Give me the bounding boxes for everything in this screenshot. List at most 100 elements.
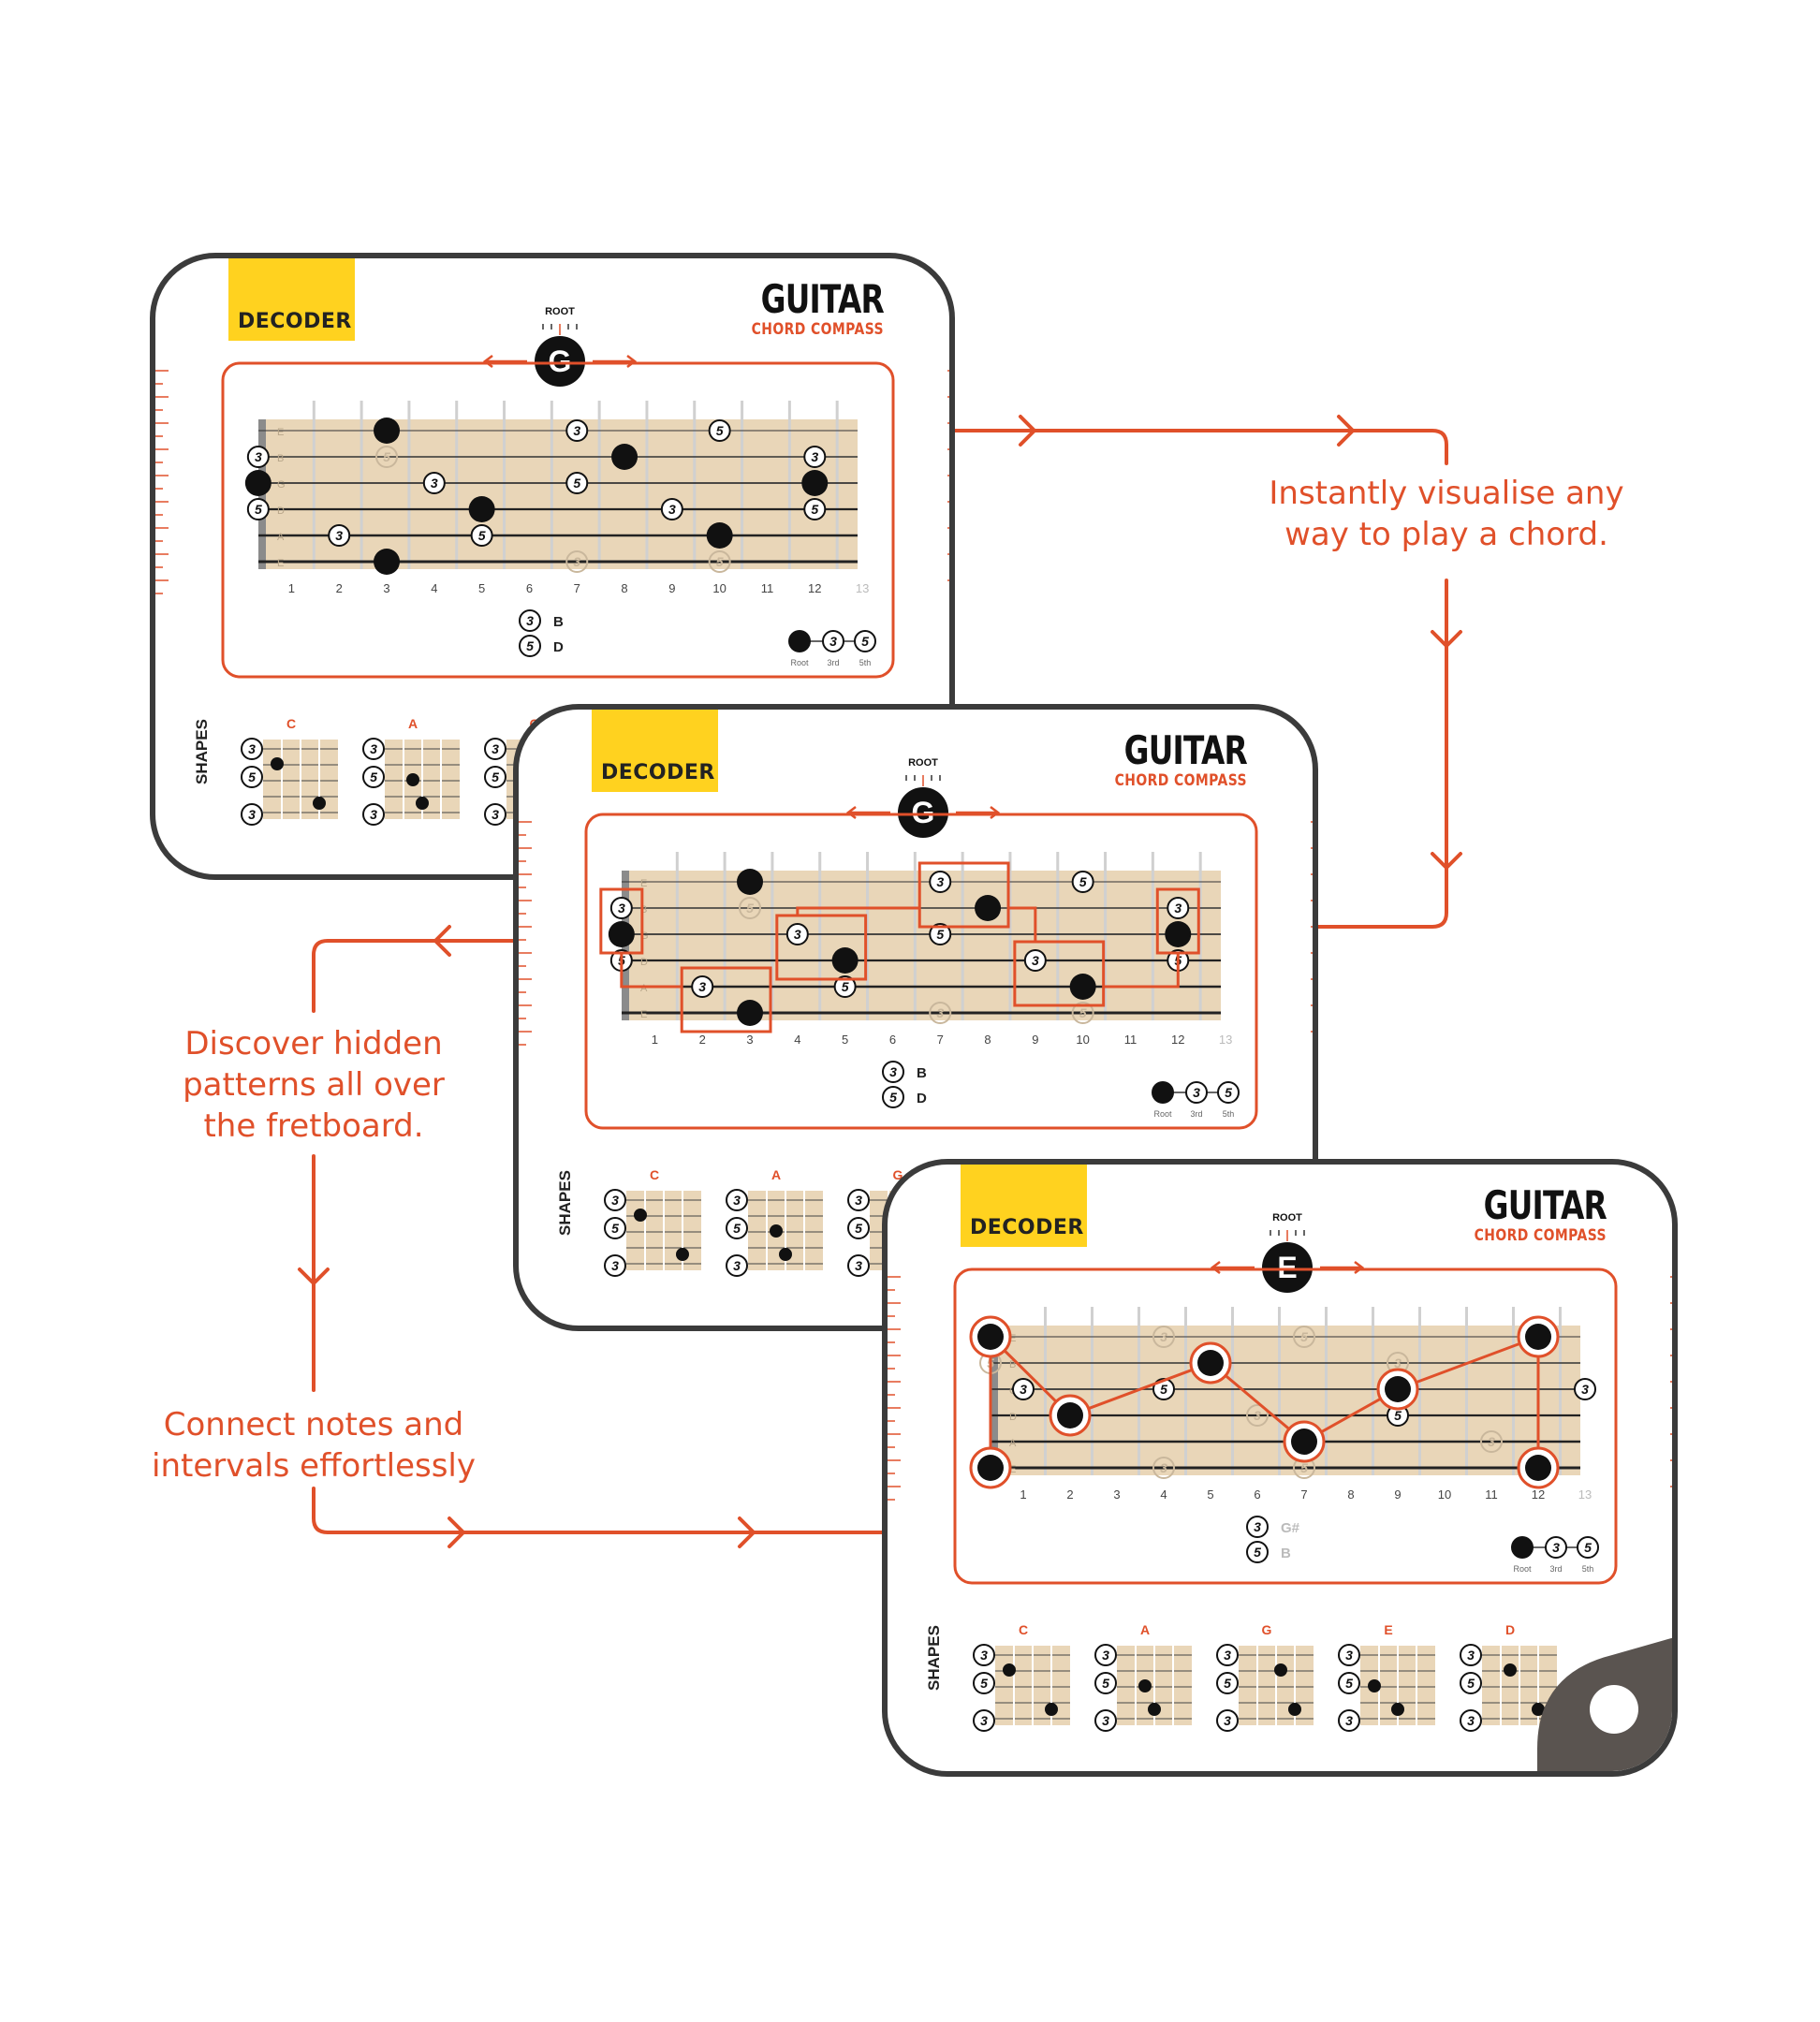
interval-badge [785, 923, 809, 945]
string-letter: B [640, 904, 647, 916]
fret-number: 13 [856, 581, 869, 595]
interval-badge [929, 923, 952, 945]
interval-badge-text: 5 [1300, 1329, 1308, 1344]
interval-badge-text: 3 [1224, 1713, 1231, 1728]
interval-badge [1545, 1536, 1567, 1559]
fret-number: 11 [761, 581, 774, 595]
mini-root-dot [1288, 1703, 1301, 1716]
root-dot [831, 947, 859, 974]
shapes-label: SHAPES [556, 1170, 574, 1236]
fret-number: 6 [889, 1033, 896, 1047]
fret-wire [407, 401, 411, 569]
fret-number: 1 [1020, 1487, 1026, 1502]
mini-root-dot [406, 773, 419, 786]
interval-badge [1460, 1644, 1482, 1666]
interval-badge-text: 5 [889, 1090, 897, 1105]
pattern-box [775, 914, 868, 981]
fretboard-panel [221, 361, 895, 679]
interval-badge-text: 5 [526, 638, 534, 653]
fret-wire [1278, 1307, 1281, 1475]
interval-badge [882, 1061, 904, 1083]
fret-number: 6 [526, 581, 533, 595]
string-letter: E [277, 558, 284, 569]
fret-wire [1091, 1307, 1093, 1475]
root-dot [975, 895, 1002, 921]
interval-badge [422, 472, 446, 494]
fret-number: 9 [1032, 1033, 1038, 1047]
pattern-path [1103, 953, 1180, 989]
interval-badge [929, 1002, 952, 1024]
interval-note: B [917, 1065, 927, 1081]
interval-badge-text: 3 [611, 1258, 619, 1273]
string-letter: A [277, 532, 285, 543]
interval-badge-text: 5 [1225, 1085, 1232, 1100]
brand: GUITAR CHORD COMPASS [1004, 727, 1248, 791]
arrow-chevron [298, 1267, 330, 1285]
fret-wire [1104, 852, 1108, 1020]
interval-badge-text: 3 [492, 807, 499, 822]
string-letter: G [277, 479, 286, 491]
brand-subtitle: CHORD COMPASS [1474, 1226, 1607, 1245]
interval-badge-text: 3 [526, 613, 534, 628]
pattern-path [1008, 906, 1037, 942]
interval-badge-text: 3 [889, 1064, 897, 1079]
interval-badge [565, 472, 589, 494]
caption-line: Discover hidden [184, 1025, 443, 1062]
interval-badge [604, 1254, 626, 1277]
interval-badge-text: 5 [1079, 874, 1087, 889]
shape-name: G [1262, 1622, 1272, 1637]
root-label: ROOT [545, 306, 575, 317]
interval-badge [882, 1086, 904, 1108]
interval-badge [241, 766, 263, 788]
interval-badge [484, 803, 506, 826]
interval-badge [519, 635, 541, 657]
interval-badge [1216, 1672, 1239, 1694]
brand-title: GUITAR [1123, 727, 1248, 773]
interval-badge [565, 550, 589, 573]
interval-badge-text: 5 [492, 769, 499, 784]
chevron-right-icon [1354, 1261, 1365, 1274]
interval-badge-text: 3 [936, 1005, 944, 1020]
brand: GUITAR CHORD COMPASS [1363, 1185, 1607, 1246]
mini-root-dot [416, 797, 429, 810]
interval-badge-text: 3 [829, 634, 837, 649]
fret-wire [597, 401, 601, 569]
string-letter: B [277, 453, 284, 464]
string-letter: D [1009, 1412, 1017, 1423]
hang-hole [1537, 1637, 1672, 1771]
fret-number: 1 [652, 1033, 658, 1047]
root-dot [706, 522, 733, 549]
fret-number: 7 [574, 581, 580, 595]
legend-label: Root [790, 658, 809, 667]
root-dot [977, 1455, 1004, 1481]
legend-root-dot [788, 630, 811, 652]
pattern-box [1013, 940, 1106, 1007]
interval-badge-text: 5 [248, 769, 256, 784]
root-dot [468, 496, 495, 522]
mini-root-dot [1045, 1703, 1058, 1716]
caption-line: way to play a chord. [1284, 516, 1608, 553]
interval-badge-text: 5 [1102, 1676, 1109, 1691]
interval-badge [1152, 1326, 1175, 1348]
interval-badge-text: 5 [1394, 1408, 1402, 1423]
interval-badge-text: 3 [1394, 1355, 1402, 1370]
fret-wire [312, 401, 316, 569]
interval-badge [726, 1189, 748, 1211]
mini-root-dot [1391, 1703, 1404, 1716]
interval-badge-text: 3 [370, 741, 377, 756]
fret-wire [787, 401, 791, 569]
fret-wire [913, 852, 917, 1020]
interval-badge-text: 3 [1345, 1713, 1353, 1728]
root-dot [1291, 1429, 1317, 1455]
fret-wire [1231, 1307, 1234, 1475]
interval-badge [833, 975, 857, 998]
legend-label: 5th [1582, 1564, 1594, 1574]
fret-wire [1151, 852, 1154, 1020]
interval-badge [1338, 1672, 1360, 1694]
fret-wire [360, 401, 363, 569]
connector-left [312, 939, 592, 1013]
fret-number: 3 [746, 1033, 753, 1047]
root-label: ROOT [1272, 1212, 1302, 1223]
mini-root-dot [1148, 1703, 1161, 1716]
